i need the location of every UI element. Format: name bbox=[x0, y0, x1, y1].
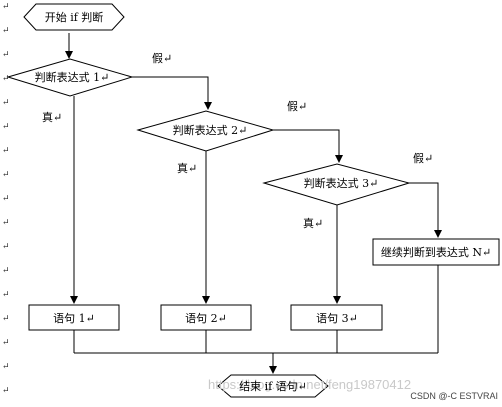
paragraph-mark: ↵ bbox=[2, 50, 10, 60]
paragraph-mark: ↵ bbox=[2, 218, 10, 228]
paragraph-mark: ↵ bbox=[2, 98, 10, 108]
paragraph-mark: ↵ bbox=[2, 74, 10, 84]
stmt2-box bbox=[160, 304, 252, 331]
expr1-decision-label: 判断表达式 1↵ bbox=[35, 70, 110, 84]
connectors bbox=[65, 33, 442, 374]
false1-label: 假↵ bbox=[152, 51, 172, 65]
stmt2-box-label: 语句 2↵ bbox=[185, 312, 227, 325]
expr3-decision-label: 判断表达式 3↵ bbox=[304, 176, 379, 190]
true1-label: 真↵ bbox=[42, 110, 62, 124]
continue-box-label: 继续判断到表达式 N↵ bbox=[381, 245, 491, 259]
paragraph-mark: ↵ bbox=[2, 146, 10, 156]
paragraph-mark: ↵ bbox=[2, 362, 10, 372]
expr1-false-arrow bbox=[132, 76, 212, 110]
watermark-credit: CSDN @-C ESTVRAI bbox=[410, 391, 498, 401]
paragraph-mark: ↵ bbox=[2, 242, 10, 252]
paragraph-mark: ↵ bbox=[2, 194, 10, 204]
false3-label: 假↵ bbox=[413, 151, 433, 165]
paragraph-mark: ↵ bbox=[2, 314, 10, 324]
paragraph-marks: ↵ ↵ ↵ ↵ ↵ ↵ ↵ ↵ ↵ ↵ ↵ ↵ ↵ ↵ ↵ ↵ ↵ bbox=[2, 2, 10, 396]
expr2-false-arrow bbox=[273, 129, 343, 163]
continue-box bbox=[372, 238, 500, 266]
stmt1-box-label: 语句 1↵ bbox=[53, 312, 95, 325]
expr3-false-arrow bbox=[409, 182, 442, 238]
paragraph-mark: ↵ bbox=[2, 26, 10, 36]
true3-label: 真↵ bbox=[303, 216, 323, 230]
stmt3-box bbox=[290, 304, 383, 331]
expr3-decision bbox=[262, 163, 411, 206]
paragraph-mark: ↵ bbox=[2, 338, 10, 348]
paragraph-mark: ↵ bbox=[2, 170, 10, 180]
end-node bbox=[217, 374, 329, 398]
expr2-decision bbox=[136, 110, 275, 152]
start-node-label: 开始 if 判断 bbox=[45, 10, 104, 24]
paragraph-mark: ↵ bbox=[2, 266, 10, 276]
false2-label: 假↵ bbox=[287, 99, 307, 113]
stmt3-box-label: 语句 3↵ bbox=[316, 312, 358, 325]
end-node-label: 结束 if 语句↵ bbox=[239, 380, 307, 393]
stmt1-box bbox=[28, 304, 120, 331]
paragraph-mark: ↵ bbox=[2, 290, 10, 300]
paragraph-mark: ↵ bbox=[2, 386, 10, 396]
expr1-decision bbox=[6, 58, 134, 97]
expr2-decision-label: 判断表达式 2↵ bbox=[173, 123, 248, 137]
paragraph-mark: ↵ bbox=[2, 122, 10, 132]
watermark-url: https://blog.csdn.net/feng19870412 bbox=[208, 377, 411, 392]
true2-label: 真↵ bbox=[177, 161, 197, 175]
start-node bbox=[23, 3, 125, 31]
paragraph-mark: ↵ bbox=[2, 2, 10, 12]
